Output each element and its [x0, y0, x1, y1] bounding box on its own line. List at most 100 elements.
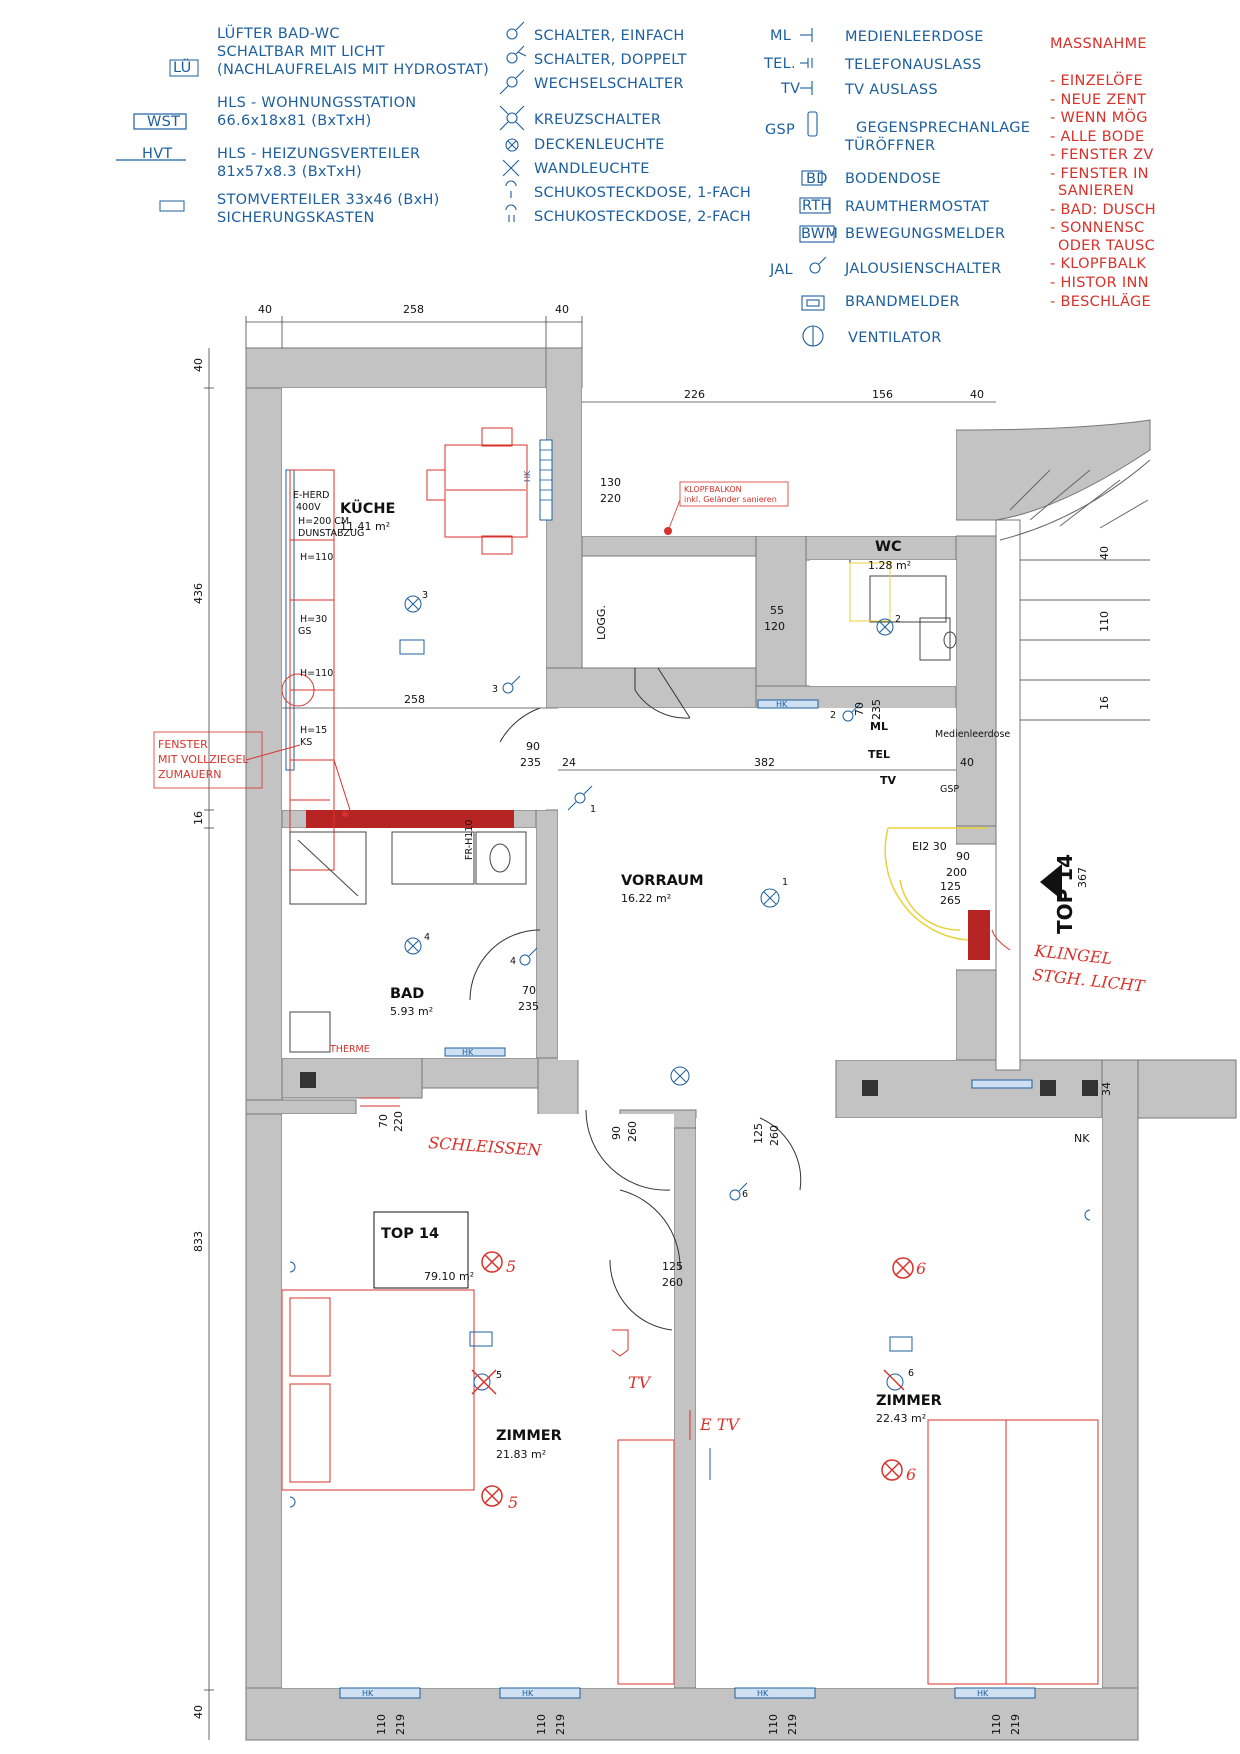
measures-list: - EINZELÖFE - NEUE ZENT - WENN MÖG - ALL…	[1050, 71, 1156, 310]
room-labels: KÜCHE 11.41 m² WC 1.28 m² VORRAUM 16.22 …	[340, 499, 1077, 1461]
legend-gsp-tag: GSP	[765, 122, 795, 138]
room-zimmer2-area: 22.43 m²	[876, 1412, 926, 1425]
kitchen-furniture	[281, 427, 528, 871]
wc-fixtures	[849, 562, 957, 661]
annotation-fenster-l1: FENSTER	[158, 738, 208, 751]
dim-wc-120: 120	[764, 620, 785, 633]
measure-item: - BESCHLÄGE	[1050, 292, 1151, 310]
dim-z-125: 125	[662, 1260, 683, 1273]
wc-media-labels: ML TEL TV GSP	[868, 720, 959, 795]
hk-label: HK	[362, 1689, 374, 1698]
dim-top-40a: 40	[258, 303, 272, 316]
annotation-fenster-l2: MIT VOLLZIEGEL	[158, 753, 249, 766]
legend-gsp-line2: TÜRÖFFNER	[844, 136, 935, 154]
switch-number: 3	[422, 590, 428, 601]
switch-number: 6	[908, 1368, 914, 1379]
switch-number: 6	[742, 1189, 748, 1200]
electrical-symbols	[289, 595, 1091, 1508]
legend-switch-single: SCHALTER, EINFACH	[534, 28, 685, 44]
red-annotations: KLOPFBALKON inkl. Geländer sanieren FENS…	[153, 481, 1147, 1512]
legend-ventilator: VENTILATOR	[848, 330, 942, 346]
legend-jal: JALOUSIENSCHALTER	[844, 261, 1001, 277]
measure-item: - FENSTER ZV	[1050, 147, 1154, 163]
dim-left-16: 16	[192, 811, 205, 825]
measure-item: - FENSTER IN	[1050, 166, 1149, 182]
legend-stv-line1: STOMVERTEILER 33x46 (BxH)	[217, 192, 440, 208]
legend-luefter-line3: (NACHLAUFRELAIS MIT HYDROSTAT)	[217, 62, 489, 78]
switch-number: 4	[424, 932, 430, 943]
dim-k-258: 258	[404, 693, 425, 706]
dim-top-40b: 40	[555, 303, 569, 316]
measure-item: - BAD: DUSCH	[1050, 202, 1156, 218]
switch-number: 2	[830, 710, 836, 721]
switch-number: 2	[895, 614, 901, 625]
measure-item: - WENN MÖG	[1050, 108, 1148, 126]
staircase	[999, 459, 1151, 721]
measures-title: MASSNAHME	[1050, 36, 1147, 52]
hk-label: HK	[522, 1689, 534, 1698]
dim-bottom: 110	[375, 1714, 388, 1735]
dim-wc-235: 235	[870, 699, 883, 720]
annotation-n6b: 6	[906, 1465, 916, 1484]
dim-b-220: 220	[392, 1111, 405, 1132]
dim-bottom: 110	[990, 1714, 1003, 1735]
dim-left-436: 436	[192, 583, 205, 604]
dim-z-260: 260	[662, 1276, 683, 1289]
legend-hvt-tag: HVT	[142, 146, 173, 162]
measure-item: - EINZELÖFE	[1050, 71, 1143, 89]
legend-tel-tag: TEL.	[763, 56, 796, 72]
legend-bwm-tag: BWM	[801, 226, 838, 242]
legend-switch-cross: KREUZSCHALTER	[534, 112, 661, 128]
dim-left-40b: 40	[192, 1705, 205, 1719]
klingel-marker	[968, 910, 990, 960]
dim-bottom: 219	[786, 1714, 799, 1735]
room-kueche-area: 11.41 m²	[340, 520, 390, 533]
legend-rth: RAUMTHERMOSTAT	[845, 199, 989, 215]
dim-s-40: 40	[1098, 546, 1111, 560]
entrance-arrow	[1040, 864, 1062, 900]
legend-stv-line2: SICHERUNGSKASTEN	[217, 210, 375, 226]
dim-v-260b: 260	[768, 1125, 781, 1146]
walls	[245, 347, 1237, 1741]
dim-ei-125: 125	[940, 880, 961, 893]
annotation-klingel-l2: STGH. LICHT	[1032, 965, 1147, 996]
legend-luefter-line2: SCHALTBAR MIT LICHT	[217, 44, 385, 60]
entrance-door	[884, 827, 988, 941]
dim-bad-235: 235	[518, 1000, 539, 1013]
dim-d-235: 235	[520, 756, 541, 769]
legend-luefter-tag: LÜ	[173, 58, 192, 76]
measure-item: - ALLE BODE	[1050, 129, 1144, 145]
annotation-fenster-l3: ZUMAUERN	[158, 768, 221, 781]
room-zimmer1-name: ZIMMER	[496, 1428, 562, 1444]
room-wc-name: WC	[875, 539, 902, 555]
red-dot	[342, 811, 348, 817]
kitchen-h110b: H=110	[300, 668, 333, 679]
annotation-n5a: 5	[506, 1257, 516, 1276]
legend-tv: TV AUSLASS	[844, 82, 938, 98]
room-zimmer1-area: 21.83 m²	[496, 1448, 546, 1461]
dim-wc-55: 55	[770, 604, 784, 617]
red-lamp-marks	[471, 1251, 914, 1507]
top-area: 79.10 m²	[424, 1270, 474, 1283]
measure-item: SANIEREN	[1058, 183, 1134, 199]
bath-fr-label: FR-H110	[464, 820, 475, 860]
measure-item: ODER TAUSC	[1058, 238, 1155, 254]
wc-gsp: GSP	[940, 784, 959, 795]
legend-tel: TELEFONAUSLASS	[844, 57, 982, 73]
legend-socket-single: SCHUKOSTECKDOSE, 1-FACH	[534, 185, 751, 201]
hk-label: HK	[462, 1048, 474, 1057]
legend-bd: BODENDOSE	[845, 171, 941, 187]
hk-label: HK	[757, 1689, 769, 1698]
dim-156: 156	[872, 388, 893, 401]
wc-medien: Medienleerdose	[935, 729, 1010, 740]
room-zimmer2-name: ZIMMER	[876, 1393, 942, 1409]
legend-wst-icon	[133, 113, 187, 130]
top-label: TOP 14	[381, 1226, 439, 1242]
dimension-lines	[204, 316, 996, 1740]
dim-v-90: 90	[610, 1126, 623, 1140]
kitchen-eherd: E-HERD	[293, 490, 330, 501]
hk-label: HK	[977, 1689, 989, 1698]
legend-luefter-icon	[169, 59, 199, 77]
legend-switch-icons	[499, 21, 527, 222]
